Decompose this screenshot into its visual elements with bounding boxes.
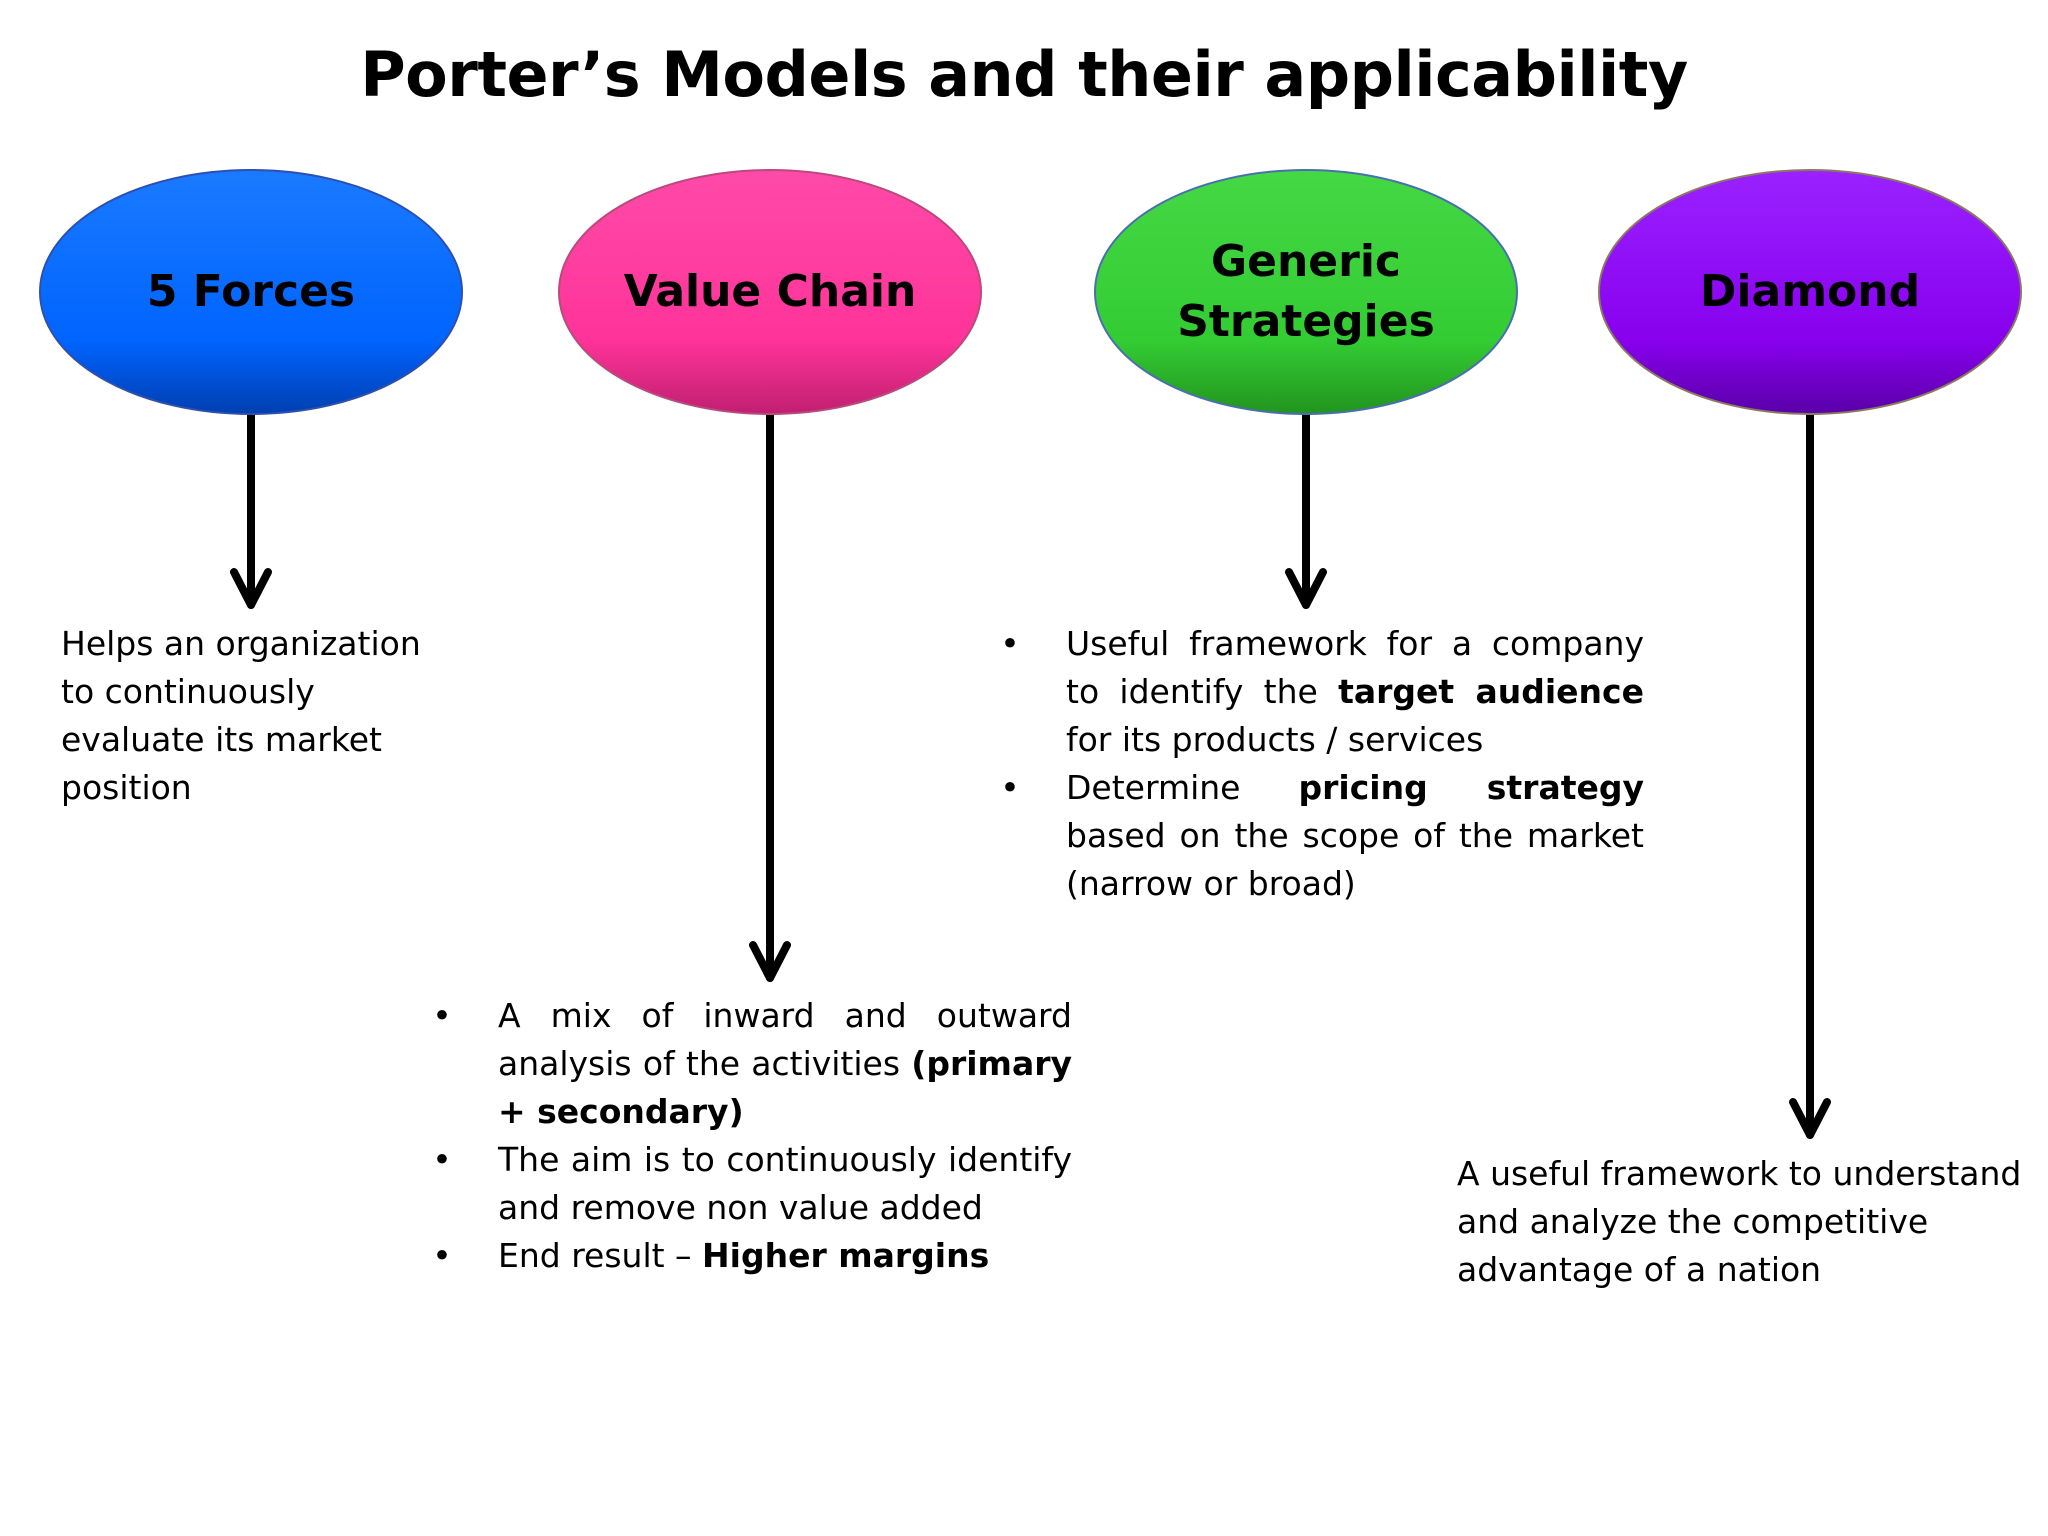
diamond-ellipse <box>1598 169 2022 415</box>
forces-arrowhead <box>230 568 272 609</box>
bullet-bold-text: pricing strategy <box>1298 768 1644 807</box>
forces-description: Helps an organization to continuously ev… <box>61 624 421 807</box>
generic-label-line1: Generic <box>1211 236 1401 287</box>
value-chain-description: • A mix of inward and outward analysis o… <box>432 992 1072 1280</box>
bullet-text: A mix of inward and outward analysis of … <box>498 996 1072 1083</box>
forces-label-text: 5 Forces <box>146 266 356 317</box>
value-chain-bullet-item: • The aim is to continuously identify an… <box>432 1136 1072 1232</box>
bullet-symbol: • <box>432 996 452 1035</box>
bullet-bold-text: (primary + secondary) <box>498 1044 1072 1131</box>
forces-label: 5 Forces <box>80 232 422 352</box>
bullet-symbol: • <box>1000 768 1020 807</box>
generic-bullet-item: • Determine pricing strategy based on th… <box>1000 764 1644 908</box>
value-chain-bullet-list: • A mix of inward and outward analysis o… <box>432 992 1072 1280</box>
generic-label-line2: Strategies <box>1177 296 1435 347</box>
generic-description: • Useful framework for a company to iden… <box>1000 620 1644 908</box>
value-chain-bullet-item: • End result – Higher margins <box>432 1232 1072 1280</box>
slide-title: Porter’s Models and their applicability <box>360 38 1688 111</box>
bullet-symbol: • <box>1000 624 1020 663</box>
generic-ellipse <box>1094 169 1518 415</box>
bullet-symbol: • <box>432 1236 452 1275</box>
bullet-bold-text: target audience <box>1338 672 1644 711</box>
value-chain-label-text: Value Chain <box>623 266 917 317</box>
diamond-description: A useful framework to understand and ana… <box>1457 1154 2022 1289</box>
value-chain-arrowhead <box>749 941 791 982</box>
bullet-text: End result – <box>498 1236 703 1275</box>
bullet-bold-text: Higher margins <box>702 1236 990 1275</box>
bullet-text: The aim is to continuously identify and … <box>498 1140 1072 1227</box>
value-chain-label: Value Chain <box>599 232 941 352</box>
generic-label: Generic Strategies <box>1135 232 1477 352</box>
value-chain-ellipse <box>558 169 982 415</box>
generic-arrowhead <box>1285 568 1327 609</box>
diamond-label-text: Diamond <box>1699 266 1921 317</box>
diamond-arrowhead <box>1789 1098 1831 1139</box>
generic-bullet-list: • Useful framework for a company to iden… <box>1000 620 1644 908</box>
bullet-symbol: • <box>432 1140 452 1179</box>
bullet-text-end: based on the scope of the market (narrow… <box>1066 816 1644 903</box>
value-chain-bullet-item: • A mix of inward and outward analysis o… <box>432 992 1072 1136</box>
bullet-text: Useful framework for a company to identi… <box>1066 624 1644 711</box>
bullet-text: Determine <box>1066 768 1299 807</box>
generic-bullet-item: • Useful framework for a company to iden… <box>1000 620 1644 764</box>
diamond-label: Diamond <box>1639 232 1981 352</box>
forces-ellipse <box>39 169 463 415</box>
bullet-text-end: for its products / services <box>1066 720 1484 759</box>
